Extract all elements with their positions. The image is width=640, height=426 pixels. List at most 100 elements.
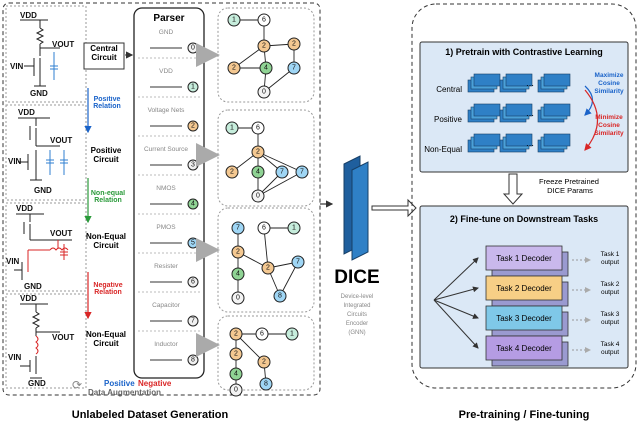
parser-item-node bbox=[187, 354, 199, 366]
graph-node-index: 1 bbox=[230, 125, 234, 132]
graph-node-index: 2 bbox=[262, 359, 266, 366]
parser-item-index: 1 bbox=[191, 84, 195, 91]
dice-sub-1: Device-level bbox=[341, 294, 374, 300]
parser-arrows bbox=[125, 43, 220, 357]
graph-node bbox=[285, 327, 299, 341]
vdd-label-4: VDD bbox=[20, 294, 37, 303]
decoder-input-arrow bbox=[433, 299, 479, 319]
central-circuit-box bbox=[83, 42, 125, 70]
graph-node bbox=[251, 121, 265, 135]
decoder-block bbox=[485, 275, 563, 301]
vout-label-2: VOUT bbox=[50, 136, 72, 145]
parser-item-label: Resister bbox=[154, 263, 179, 270]
minimize-arrow bbox=[584, 89, 598, 151]
graph-node-index: 2 bbox=[234, 331, 238, 338]
graph-node-index: 0 bbox=[234, 387, 238, 394]
parser-item-index: 7 bbox=[191, 318, 195, 325]
parser-item-node bbox=[187, 120, 199, 132]
dataset-generation-frame bbox=[2, 2, 321, 396]
graph-node bbox=[255, 327, 269, 341]
graph-node-index: 2 bbox=[256, 149, 260, 156]
central-circuit-label: Central Circuit bbox=[90, 44, 118, 62]
graph-node-index: 6 bbox=[260, 331, 264, 338]
graph-node bbox=[261, 261, 275, 275]
row-central: Central bbox=[436, 85, 462, 94]
graph-node-index: 2 bbox=[234, 351, 238, 358]
embedding-cell bbox=[543, 103, 571, 117]
graph-node bbox=[227, 61, 241, 75]
parser-item-index: 3 bbox=[191, 162, 195, 169]
embedding-ellipsis: ⋯ bbox=[526, 81, 534, 90]
embedding-cell bbox=[505, 73, 533, 87]
graph-node bbox=[257, 39, 271, 53]
embedding-cell bbox=[543, 73, 571, 87]
graph-node bbox=[287, 221, 301, 235]
parser-item-label: Voltage Nets bbox=[148, 107, 186, 114]
graph-node-index: 1 bbox=[292, 225, 296, 232]
freeze-arrow bbox=[502, 173, 524, 205]
parser-item-node bbox=[187, 276, 199, 288]
graph-edge bbox=[257, 151, 303, 173]
parser-item-index: 2 bbox=[191, 123, 195, 130]
graph-node bbox=[231, 245, 245, 259]
vout-label-1: VOUT bbox=[52, 40, 74, 49]
parser-item-index: 4 bbox=[191, 201, 195, 208]
parser-panel bbox=[133, 7, 205, 379]
graph-node bbox=[251, 145, 265, 159]
graph-node-index: 2 bbox=[236, 249, 240, 256]
circuit-central bbox=[20, 19, 60, 87]
graph-node-index: 6 bbox=[262, 17, 266, 24]
graph-edge bbox=[235, 333, 265, 363]
parser-title: Parser bbox=[153, 13, 184, 24]
decoder-label: Task 1 Decoder bbox=[496, 254, 552, 263]
graph-node bbox=[291, 255, 305, 269]
graph-node-index: 2 bbox=[292, 41, 296, 48]
graph-node-index: 0 bbox=[236, 295, 240, 302]
graph-node bbox=[257, 85, 271, 99]
vdd-label-2: VDD bbox=[18, 108, 35, 117]
graph-node-index: 7 bbox=[236, 225, 240, 232]
decoder-label: Task 4 Decoder bbox=[496, 344, 552, 353]
parser-item-label: VDD bbox=[159, 68, 173, 75]
decoder-block bbox=[485, 305, 563, 331]
gnd-label-1: GND bbox=[30, 89, 48, 98]
dice-sub-4: Encoder bbox=[346, 321, 368, 327]
augmentation-positive: Positive bbox=[104, 379, 135, 388]
decoder-label: Task 2 Decoder bbox=[496, 284, 552, 293]
positive-circuit-label: Positive Circuit bbox=[91, 146, 122, 164]
parser-item-label: Current Source bbox=[144, 146, 188, 153]
embedding-cell bbox=[505, 133, 533, 147]
finetune-title: 2) Fine-tune on Downstream Tasks bbox=[450, 214, 598, 224]
parser-item-label: GND bbox=[159, 29, 174, 36]
graph-node bbox=[273, 289, 287, 303]
graph-edge bbox=[263, 227, 269, 269]
graph-node bbox=[225, 165, 239, 179]
decoder-block bbox=[485, 245, 563, 271]
augmentation-label: Data Augmentation bbox=[88, 388, 161, 397]
graph-node-index: 7 bbox=[292, 65, 296, 72]
decoder-label: Task 3 Decoder bbox=[496, 314, 552, 323]
parser-item-label: NMOS bbox=[156, 185, 176, 192]
vin-label-4: VIN bbox=[8, 353, 22, 362]
dice-encoder-blocks bbox=[343, 155, 369, 261]
graph-node-index: 6 bbox=[262, 225, 266, 232]
graph-node-index: 4 bbox=[256, 169, 260, 176]
left-caption: Unlabeled Dataset Generation bbox=[72, 409, 229, 421]
decoder-input-arrow bbox=[433, 257, 479, 301]
gnd-label-3: GND bbox=[24, 282, 42, 291]
graph-node-index: 7 bbox=[280, 169, 284, 176]
graph-node-index: 4 bbox=[236, 271, 240, 278]
embedding-cell bbox=[473, 133, 501, 147]
graph-node bbox=[231, 221, 245, 235]
nonequal-circuit-label-1: Non-Equal Circuit bbox=[86, 232, 126, 250]
parser-item-label: Capacitor bbox=[152, 302, 181, 309]
parser-item-index: 8 bbox=[191, 357, 195, 364]
augmentation-negative: Negative bbox=[138, 379, 172, 388]
parser-item-node bbox=[187, 198, 199, 210]
decoder-input-arrow bbox=[433, 286, 479, 301]
